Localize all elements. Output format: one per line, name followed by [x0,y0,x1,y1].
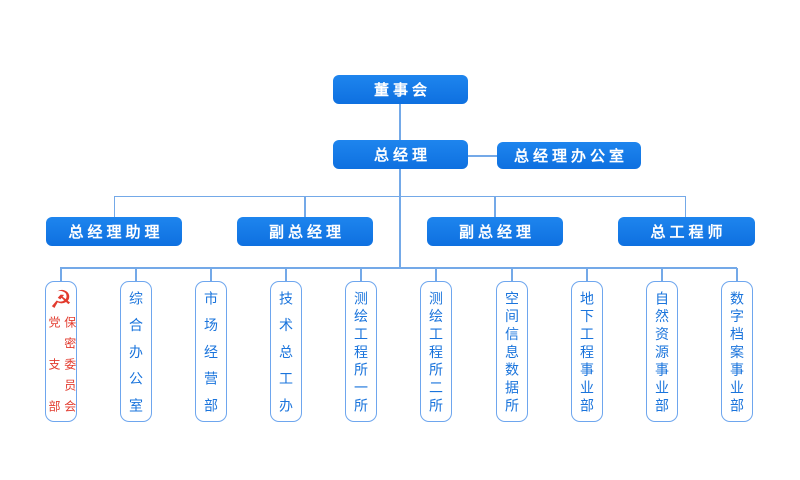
dept-label: 综合办公室 [128,291,145,412]
dept-technical-chief-office: 技术总工办 [270,281,302,422]
node-label: 副总经理 [458,224,535,241]
dept-label: 测绘工程所二所 [428,291,445,412]
dept-spatial-information-data: 空间信息数据所 [496,281,528,422]
dept-party-branch-confidentiality-committee: ☭ 党支部 保密委员会 [45,281,77,422]
connector-line [285,268,287,282]
connector-line [468,155,498,157]
dept-label: 自然资源事业部 [654,291,671,412]
connector-line [60,267,738,269]
connector-line [494,196,496,218]
node-label: 董事会 [373,82,431,99]
connector-line [60,268,62,282]
connector-line [586,268,588,282]
node-label: 总经理助理 [68,224,164,241]
node-deputy-gm-1: 副总经理 [237,217,373,246]
node-gm-assistant: 总经理助理 [46,217,182,246]
dept-surveying-institute-1: 测绘工程所一所 [345,281,377,422]
connector-line [210,268,212,282]
dept-underground-engineering: 地下工程事业部 [571,281,603,422]
node-gm-office: 总经理办公室 [497,142,641,169]
node-label: 总经理 [373,147,431,164]
party-text-columns: 党支部 保密委员会 [46,316,77,412]
connector-line [684,196,686,218]
node-chief-engineer: 总工程师 [618,217,755,246]
dept-label: 数字档案事业部 [729,291,746,412]
dept-label: 地下工程事业部 [579,291,596,412]
connector-line [511,268,513,282]
dept-label: 技术总工办 [278,291,295,412]
party-emblem-icon: ☭ [49,286,73,314]
dept-digital-archives: 数字档案事业部 [721,281,753,422]
dept-market-operations: 市场经营部 [195,281,227,422]
node-label: 总工程师 [650,224,727,241]
node-label: 副总经理 [268,224,345,241]
node-deputy-gm-2: 副总经理 [427,217,563,246]
connector-line [135,268,137,282]
dept-label: 党支部 [47,316,61,412]
connector-line [399,104,401,140]
connector-line [304,196,306,218]
connector-line [113,195,686,197]
dept-general-office: 综合办公室 [120,281,152,422]
node-board-of-directors: 董事会 [333,75,468,104]
connector-line [399,169,401,268]
dept-natural-resources: 自然资源事业部 [646,281,678,422]
dept-label: 保密委员会 [62,316,77,412]
node-label: 总经理办公室 [513,148,628,165]
dept-label: 空间信息数据所 [504,291,521,412]
node-general-manager: 总经理 [333,140,468,169]
dept-label: 市场经营部 [203,291,220,412]
connector-line [113,196,115,218]
connector-line [360,268,362,282]
connector-line [661,268,663,282]
dept-surveying-institute-2: 测绘工程所二所 [420,281,452,422]
connector-line [435,268,437,282]
connector-line [736,268,738,282]
dept-label: 测绘工程所一所 [353,291,370,412]
